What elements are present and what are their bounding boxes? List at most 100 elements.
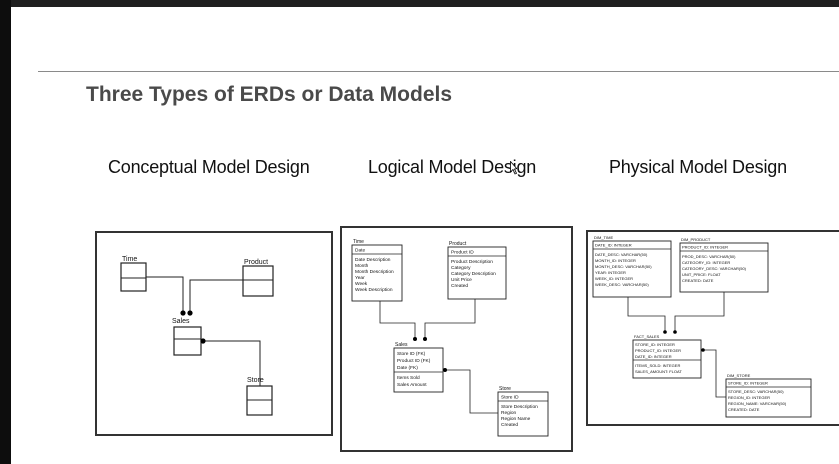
entity-attributes: Store Description Region Region Name Cre… xyxy=(501,404,539,428)
attribute: Month xyxy=(355,263,369,269)
attribute: Year xyxy=(355,275,365,281)
entity-product: Product xyxy=(242,259,274,297)
entity-key: STORE_ID: INTEGER xyxy=(728,381,768,386)
attribute: Month Description xyxy=(355,269,394,275)
entity-store: Store xyxy=(246,377,273,416)
relation-product-sales xyxy=(189,279,243,312)
key-attribute: Date (FK) xyxy=(397,365,418,371)
entity-attributes: Product Description Category Category De… xyxy=(451,259,497,289)
entity-attributes: STORE_DESC: VARCHAR(50) REGION_ID: INTEG… xyxy=(728,389,787,412)
entity-box xyxy=(393,347,444,393)
entity-time: Time Date Date Description Month Month D… xyxy=(351,239,403,302)
attribute: Unit Price xyxy=(451,277,472,283)
many-marker xyxy=(187,310,193,316)
attribute: REGION_NAME: VARCHAR(50) xyxy=(728,401,787,406)
entity-dim-time: DIM_TIME DATE_ID: INTEGER DATE_DESC: VAR… xyxy=(592,235,672,298)
physical-diagram: DIM_TIME DATE_ID: INTEGER DATE_DESC: VAR… xyxy=(592,235,812,418)
entity-label: FACT_SALES xyxy=(634,334,660,339)
entity-box xyxy=(120,262,147,292)
many-marker xyxy=(423,337,427,341)
attribute: CATEGORY_ID: INTEGER xyxy=(682,260,730,265)
entity-sales: Sales Store ID (FK) Product ID (FK) Date… xyxy=(393,342,444,393)
entity-attributes: Items Sold Sales Amount xyxy=(397,375,427,388)
attribute: Category xyxy=(451,265,471,271)
entity-sales: Sales xyxy=(172,318,202,356)
entity-key: PRODUCT_ID: INTEGER xyxy=(682,245,728,250)
logical-diagram-panel: Time Date Date Description Month Month D… xyxy=(340,226,573,452)
entity-box xyxy=(497,391,549,437)
attribute: Week Description xyxy=(355,287,393,293)
attribute: Created xyxy=(501,422,518,428)
attribute: CATEGORY_DESC: VARCHAR(50) xyxy=(682,266,747,271)
title-divider xyxy=(38,71,839,72)
physical-diagram-panel: DIM_TIME DATE_ID: INTEGER DATE_DESC: VAR… xyxy=(586,230,839,426)
entity-attributes: PROD_DESC: VARCHAR(50) CATEGORY_ID: INTE… xyxy=(682,254,747,283)
many-marker xyxy=(200,338,206,344)
entity-label: Sales xyxy=(172,318,190,325)
attribute: Product Description xyxy=(451,259,493,265)
many-marker xyxy=(180,310,186,316)
entity-dim-product: DIM_PRODUCT PRODUCT_ID: INTEGER PROD_DES… xyxy=(679,237,769,293)
entity-key: Store ID xyxy=(501,395,519,401)
entity-label: Time xyxy=(122,256,137,263)
attribute: UNIT_PRICE: FLOAT xyxy=(682,272,721,277)
entity-attributes: ITEMS_SOLD: INTEGER SALES_AMOUNT: FLOAT xyxy=(635,363,682,374)
entity-box xyxy=(632,339,702,379)
attribute: Category Description xyxy=(451,271,496,277)
attribute: ITEMS_SOLD: INTEGER xyxy=(635,363,680,368)
attribute: CREATED: DATE xyxy=(682,278,714,283)
many-marker xyxy=(673,330,677,334)
attribute: WEEK_ID: INTEGER xyxy=(595,276,633,281)
relation-sales-store xyxy=(443,369,498,414)
key-attribute: DATE_ID: INTEGER xyxy=(635,354,672,359)
entity-fact-sales: FACT_SALES STORE_ID: INTEGER PRODUCT_ID:… xyxy=(632,334,702,379)
relation-sales-store xyxy=(201,340,261,386)
conceptual-heading: Conceptual Model Design xyxy=(108,157,310,177)
attribute: MONTH_ID: INTEGER xyxy=(595,258,636,263)
many-marker xyxy=(663,330,667,334)
entity-key: Date xyxy=(355,248,365,254)
many-marker xyxy=(443,368,447,372)
attribute: Date Description xyxy=(355,257,391,263)
relation-product-sales xyxy=(424,299,476,338)
attribute: SALES_AMOUNT: FLOAT xyxy=(635,369,682,374)
attribute: Store Description xyxy=(501,404,538,410)
attribute: CREATED: DATE xyxy=(728,407,760,412)
attribute: DATE_DESC: VARCHAR(50) xyxy=(595,252,648,257)
attribute: Region xyxy=(501,410,517,416)
entity-label: Store xyxy=(247,377,264,384)
attribute: Created xyxy=(451,283,468,289)
entity-time: Time xyxy=(120,256,147,292)
attribute: STORE_DESC: VARCHAR(50) xyxy=(728,389,784,394)
key-attribute: STORE_ID: INTEGER xyxy=(635,342,675,347)
attribute: YEAR: INTEGER xyxy=(595,270,626,275)
relation-time-sales xyxy=(379,301,416,338)
entity-key: Product ID xyxy=(451,250,474,256)
attribute: Items Sold xyxy=(397,375,420,381)
entity-label: DIM_STORE xyxy=(727,373,751,378)
conceptual-diagram: Time Product Sales Store xyxy=(120,256,274,416)
entity-box xyxy=(725,378,812,418)
entity-attributes: DATE_DESC: VARCHAR(50) MONTH_ID: INTEGER… xyxy=(595,252,653,287)
entity-box xyxy=(173,326,202,356)
logical-heading: Logical Model Design xyxy=(368,157,537,177)
window-left-edge xyxy=(0,0,11,464)
many-marker xyxy=(701,348,705,352)
attribute: REGION_ID: INTEGER xyxy=(728,395,770,400)
logical-diagram: Time Date Date Description Month Month D… xyxy=(351,239,549,437)
entity-keys: STORE_ID: INTEGER PRODUCT_ID: INTEGER DA… xyxy=(635,342,682,359)
entity-label: Product xyxy=(244,259,268,266)
entity-label: DIM_TIME xyxy=(594,235,613,240)
entity-label: Product xyxy=(449,241,467,247)
entity-box xyxy=(246,385,273,416)
physical-heading: Physical Model Design xyxy=(609,157,787,177)
entity-product: Product Product ID Product Description C… xyxy=(447,241,507,300)
entity-label: Sales xyxy=(395,342,408,348)
entity-attributes: Date Description Month Month Description… xyxy=(355,257,395,293)
entity-label: Store xyxy=(499,386,511,392)
relation-product-sales xyxy=(674,292,725,331)
attribute: Week xyxy=(355,281,368,287)
attribute: MONTH_DESC: VARCHAR(50) xyxy=(595,264,652,269)
attribute: Sales Amount xyxy=(397,382,427,388)
entity-store: Store Store ID Store Description Region … xyxy=(497,386,549,437)
